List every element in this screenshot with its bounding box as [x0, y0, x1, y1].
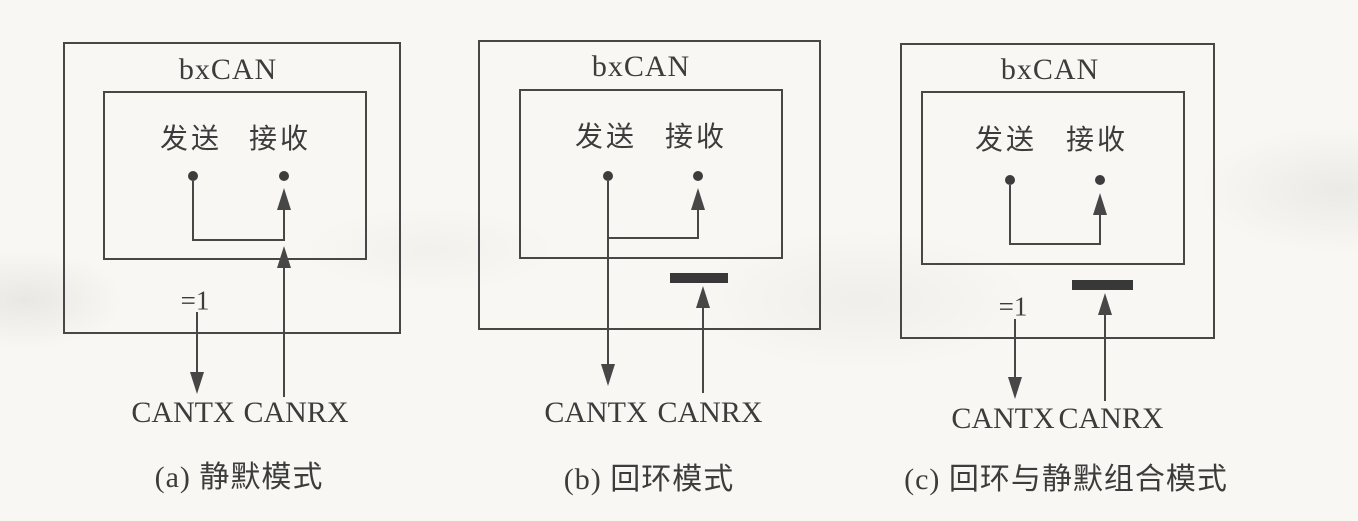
tx-label: 发送 [159, 124, 223, 155]
rx-disconnect-bar [1072, 280, 1133, 290]
tx-node-dot [603, 171, 613, 181]
bxcan-outer-box [478, 40, 821, 330]
canrx-pin-label: CANRX [657, 396, 763, 429]
tx-label: 发送 [974, 125, 1038, 156]
module-label: bxCAN [1000, 53, 1100, 86]
core-inner-box [519, 89, 783, 259]
drive-value-label: =1 [998, 291, 1028, 322]
panel-loopback-silent-mode: bxCAN 发送 接收 =1 CANTX CANRX (c) 回环与静默组合模式 [900, 43, 1245, 513]
core-inner-box [103, 91, 367, 260]
internal-loopback-line [1009, 185, 1107, 245]
drive-value-label: =1 [180, 285, 210, 316]
module-label: bxCAN [591, 50, 691, 83]
rx-label: 接收 [664, 122, 728, 153]
panel-caption: (a) 静默模式 [154, 461, 324, 494]
tx-label: 发送 [574, 122, 638, 153]
panel-silent-mode: bxCAN 发送 接收 =1 CANTX CANRX (a) 静默模式 [63, 40, 403, 510]
rx-node-dot [1095, 175, 1105, 185]
loopback-mode-linework [478, 40, 821, 393]
canrx-pin-label: CANRX [1058, 402, 1164, 435]
panel-caption: (c) 回环与静默组合模式 [904, 463, 1228, 496]
rx-disconnect-bar [670, 273, 728, 283]
internal-loopback-line [192, 181, 291, 241]
rx-label: 接收 [1065, 125, 1129, 156]
bxcan-outer-box [900, 43, 1215, 339]
combined-mode-linework [900, 43, 1215, 401]
bxcan-outer-box [63, 42, 401, 334]
core-inner-box [921, 91, 1185, 265]
tx-node-dot [1005, 175, 1015, 185]
cantx-pin-label: CANTX [131, 396, 235, 429]
rx-node-dot [279, 171, 289, 181]
rx-label: 接收 [248, 124, 312, 155]
module-label: bxCAN [178, 53, 278, 86]
panel-caption: (b) 回环模式 [563, 463, 735, 496]
rx-node-dot [693, 171, 703, 181]
panel-loopback-mode: bxCAN 发送 接收 CANTX CANRX (b) 回环模式 [478, 40, 824, 510]
canrx-pin-label: CANRX [243, 396, 349, 429]
cantx-pin-label: CANTX [544, 396, 648, 429]
silent-mode-linework [63, 42, 401, 397]
cantx-pin-label: CANTX [951, 402, 1055, 435]
internal-loopback-line [608, 188, 705, 239]
tx-node-dot [188, 171, 198, 181]
